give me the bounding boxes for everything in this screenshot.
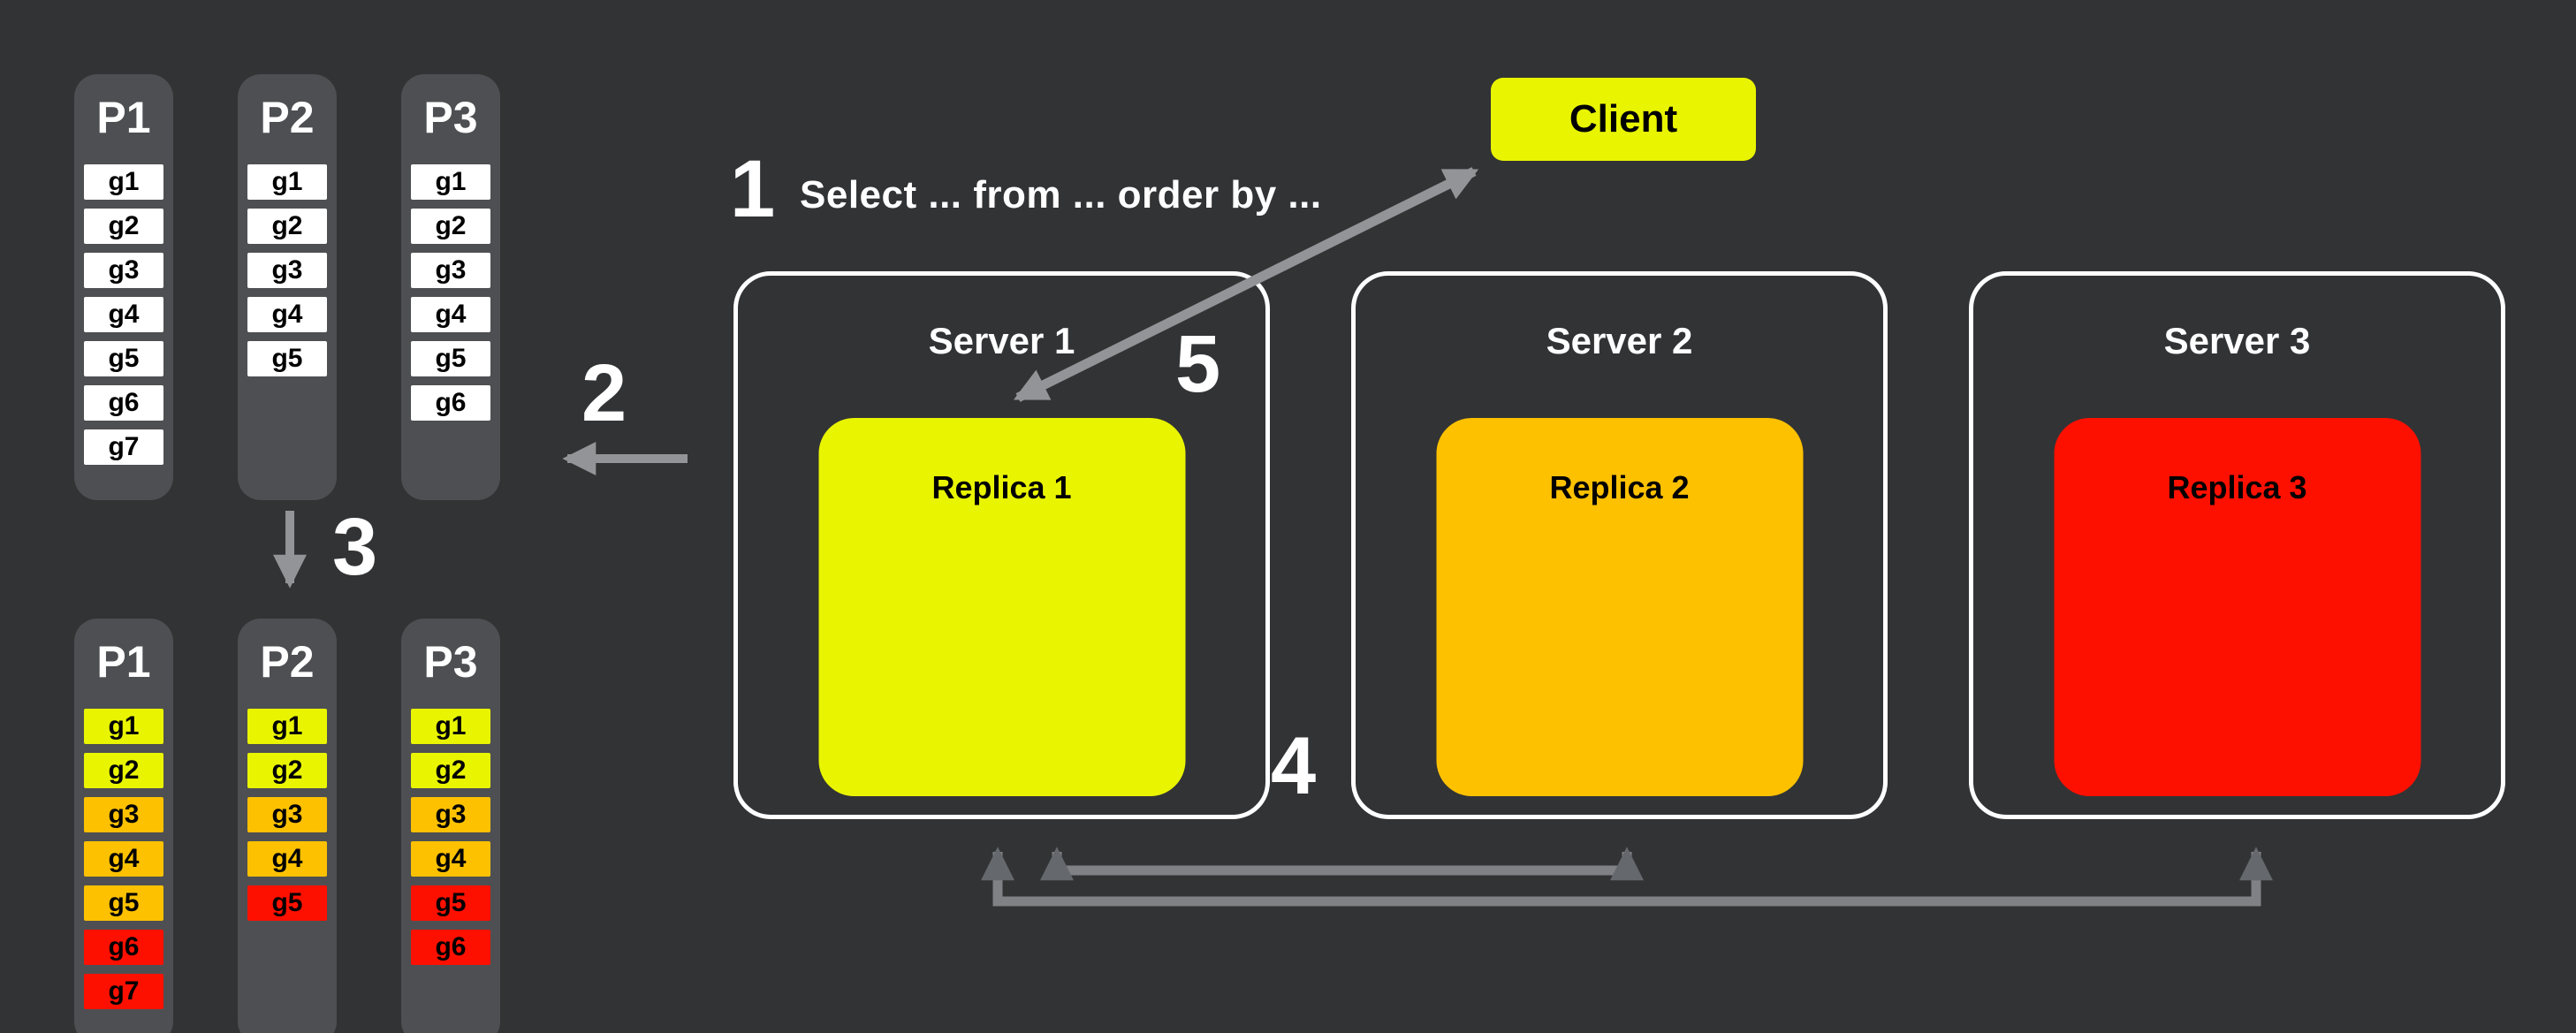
partition-items: g1 g2 g3 g4 g5 g6 g7: [74, 709, 173, 1009]
partition-title: P2: [260, 93, 315, 142]
granule-item: g3: [84, 797, 163, 832]
granule-item: g5: [411, 341, 490, 376]
granule-item: g4: [247, 841, 327, 877]
partition-column: P3 g1 g2 g3 g4 g5 g6: [401, 74, 500, 500]
partition-column: P1 g1 g2 g3 g4 g5 g6 g7: [74, 74, 173, 500]
granule-item: g6: [84, 930, 163, 965]
partition-title: P2: [260, 637, 315, 687]
granule-item: g1: [84, 164, 163, 200]
granule-item: g7: [84, 429, 163, 465]
granule-item: g2: [411, 753, 490, 788]
replica-box: Replica 3: [2054, 418, 2420, 796]
granule-item: g2: [84, 209, 163, 244]
server-box: Server 3 Replica 3: [1969, 271, 2505, 819]
replication-arrow-server1-server2: [1040, 847, 1644, 881]
granule-item: g5: [247, 341, 327, 376]
partition-column: P1 g1 g2 g3 g4 g5 g6 g7: [74, 619, 173, 1033]
granule-item: g1: [411, 164, 490, 200]
partition-title: P3: [423, 93, 478, 142]
partition-column: P2 g1 g2 g3 g4 g5: [238, 74, 337, 500]
server-label: Server 2: [1546, 320, 1693, 361]
replication-arrow-server1-server3: [981, 847, 2273, 907]
step-3-label: 3: [332, 502, 378, 592]
granule-item: g2: [247, 209, 327, 244]
partition-items: g1 g2 g3 g4 g5 g6 g7: [74, 164, 173, 465]
replica-label: Replica 1: [931, 469, 1072, 505]
replica-box: Replica 1: [818, 418, 1185, 796]
replica-box: Replica 2: [1436, 418, 1803, 796]
server-label: Server 3: [2163, 320, 2311, 361]
granule-item: g2: [84, 753, 163, 788]
granule-item: g1: [247, 164, 327, 200]
server-box: Server 1 Replica 1: [733, 271, 1270, 819]
partition-title: P1: [96, 637, 151, 687]
partition-items: g1 g2 g3 g4 g5: [238, 709, 337, 921]
granule-item: g5: [84, 341, 163, 376]
granule-item: g6: [84, 385, 163, 421]
step-5-label: 5: [1175, 319, 1221, 409]
replica-label: Replica 3: [2167, 469, 2307, 505]
step-2-label: 2: [581, 348, 627, 438]
granule-item: g1: [247, 709, 327, 744]
granule-item: g1: [411, 709, 490, 744]
granule-item: g7: [84, 974, 163, 1009]
granule-item: g4: [411, 297, 490, 332]
partition-title: P3: [423, 637, 478, 687]
granule-item: g6: [411, 930, 490, 965]
step-1-label: 1: [730, 144, 776, 234]
granule-item: g3: [247, 797, 327, 832]
partition-items: g1 g2 g3 g4 g5 g6: [401, 709, 500, 965]
partition-title: P1: [96, 93, 151, 142]
granule-item: g2: [411, 209, 490, 244]
query-text: Select ... from ... order by ...: [800, 173, 1322, 216]
granule-item: g4: [84, 297, 163, 332]
granule-item: g5: [411, 885, 490, 921]
client-label: Client: [1569, 97, 1678, 141]
granule-item: g5: [247, 885, 327, 921]
step-4-label: 4: [1271, 721, 1317, 811]
granule-item: g3: [247, 253, 327, 288]
partition-column: P2 g1 g2 g3 g4 g5: [238, 619, 337, 1033]
partition-items: g1 g2 g3 g4 g5 g6: [401, 164, 500, 421]
granule-item: g4: [411, 841, 490, 877]
granule-item: g3: [411, 253, 490, 288]
partition-items: g1 g2 g3 g4 g5: [238, 164, 337, 376]
granule-item: g4: [84, 841, 163, 877]
granule-item: g5: [84, 885, 163, 921]
granule-item: g4: [247, 297, 327, 332]
granule-item: g6: [411, 385, 490, 421]
server-box: Server 2 Replica 2: [1351, 271, 1888, 819]
granule-item: g3: [84, 253, 163, 288]
granule-item: g3: [411, 797, 490, 832]
granule-item: g1: [84, 709, 163, 744]
replica-label: Replica 2: [1549, 469, 1690, 505]
client-box: Client: [1491, 78, 1756, 161]
servers-row: Server 1 Replica 1 Server 2 Replica 2 Se…: [733, 271, 2505, 819]
granule-item: g2: [247, 753, 327, 788]
partition-column: P3 g1 g2 g3 g4 g5 g6: [401, 619, 500, 1033]
